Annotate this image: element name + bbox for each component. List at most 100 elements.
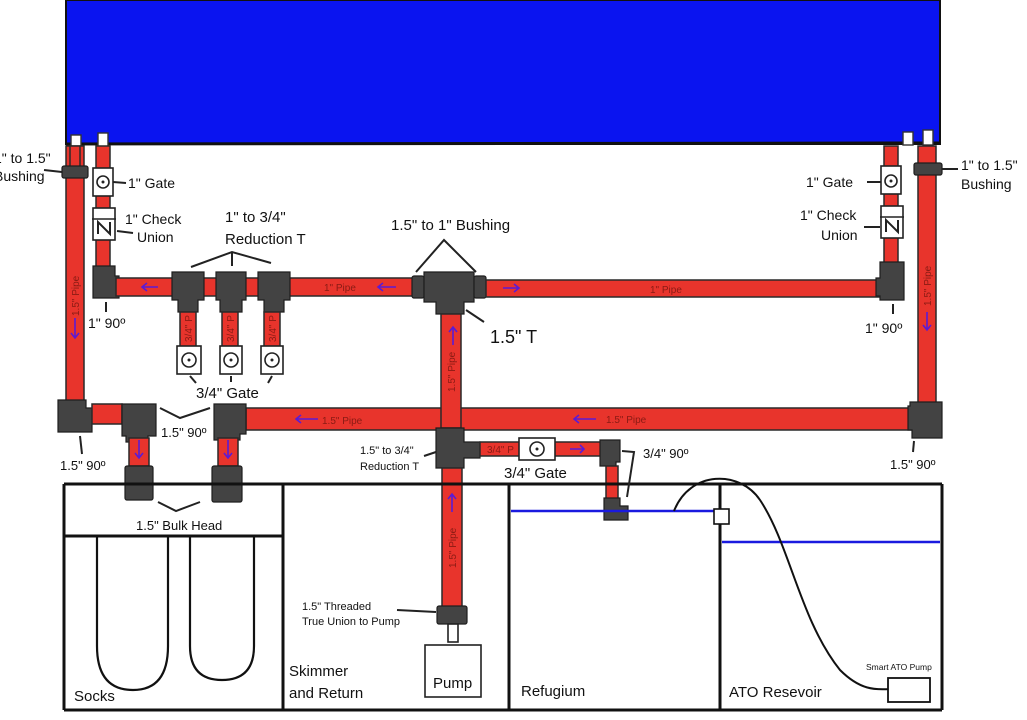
tank-outlet-left-2 — [97, 132, 109, 148]
section-refugium: Refugium — [521, 683, 585, 700]
label-left-bushing-l1: 1" to 1.5" — [0, 150, 51, 166]
smart-ato-pump — [887, 677, 931, 703]
label-right-1in-90: 1" 90º — [865, 320, 902, 336]
leader-bulk-head — [157, 501, 201, 513]
label-tee-1-5: 1.5" T — [490, 327, 537, 347]
pipe-label-1in-left: 1" Pipe — [324, 283, 356, 294]
label-true-union-l1: 1.5" Threaded — [302, 601, 371, 613]
section-skimmer-return-l1: Skimmer — [289, 663, 348, 680]
gate-valve-3-4-3-hub — [270, 358, 274, 362]
bushing-1-5-to-1-right — [473, 275, 487, 299]
label-true-union-l2: True Union to Pump — [302, 616, 400, 628]
gate-valve-right-hub — [889, 179, 893, 183]
leader-inner-1-5-90 — [159, 407, 211, 420]
label-right-1-5-90: 1.5" 90º — [890, 457, 936, 472]
flow-arrow-right — [503, 283, 521, 293]
flow-arrow-center-up — [448, 325, 458, 345]
leader-reduction-t-3-4 — [423, 451, 437, 457]
pipe-label-1-5-left: 1.5" Pipe — [71, 275, 82, 316]
display-tank — [65, 0, 941, 145]
flow-arrow-3-4 — [570, 444, 586, 454]
label-left-1in-90: 1" 90º — [88, 315, 125, 331]
label-elbow-3-4-90: 3/4" 90º — [643, 446, 689, 461]
ato-hose — [673, 477, 891, 691]
tank-bottom-edge — [65, 141, 941, 146]
reduction-tee-1-5-to-3-4 — [435, 427, 481, 469]
section-skimmer-return-l2: and Return — [289, 685, 363, 702]
pipe-label-1-5-horizontal-right: 1.5" Pipe — [606, 415, 647, 426]
elbow-center-1-5-90 — [213, 403, 247, 441]
label-left-bushing: 1" to 1.5" Bushing — [0, 150, 51, 184]
pipe-left-stub — [69, 145, 81, 169]
gate-valve-left-hub — [101, 180, 105, 184]
tank-outlet-right-2 — [922, 129, 934, 146]
leader-elbow-3-4 — [621, 450, 636, 498]
pump-stub — [447, 623, 459, 643]
gate-valve-3-4-1-wheel — [181, 352, 197, 368]
section-ato-reservoir: ATO Resevoir — [729, 684, 822, 701]
gate-valve-3-4-2-wheel — [223, 352, 239, 368]
label-inner-1-5-90: 1.5" 90º — [161, 425, 207, 440]
gate-valve-3-4-single-wheel — [529, 441, 545, 457]
pipe-left-1-5-vertical — [65, 145, 85, 403]
label-right-check-l2: Union — [821, 227, 858, 243]
pipe-label-3-4-2: 3/4" P — [226, 315, 237, 342]
pipe-label-3-4-3: 3/4" P — [268, 315, 279, 342]
leader-true-union — [396, 609, 437, 613]
elbow-right-1-5-90 — [907, 401, 943, 439]
leader-bushing-1-5-to-1 — [415, 238, 477, 273]
true-union — [436, 605, 468, 625]
pipe-label-3-4-1: 3/4" P — [184, 315, 195, 342]
elbow-3-4-90-top — [599, 439, 621, 467]
pump-label: Pump — [433, 675, 472, 692]
pipe-1in-horizontal-right — [485, 279, 885, 298]
tee-1-5 — [423, 271, 475, 315]
flow-arrow-h-left — [294, 414, 318, 424]
tank-outlet-right-1 — [902, 131, 914, 146]
leader-tee-1-5 — [465, 309, 485, 323]
section-socks: Socks — [74, 688, 115, 705]
gate-valve-left-wheel — [96, 175, 110, 189]
gate-valve-3-4-2-hub — [229, 358, 233, 362]
smart-ato-pump-label: Smart ATO Pump — [866, 662, 932, 672]
label-left-bushing-l2: Bushing — [0, 168, 45, 184]
gate-valve-right-wheel — [884, 174, 898, 188]
leader-left-gate — [112, 181, 127, 184]
check-union-right — [880, 205, 904, 239]
gate-valve-3-4-single-hub — [535, 447, 539, 451]
label-reduction-t-l2: Reduction T — [225, 231, 306, 248]
label-bushing-1-5-to-1: 1.5" to 1" Bushing — [391, 217, 510, 234]
label-right-gate: 1" Gate — [806, 174, 853, 190]
pipe-label-1in-right: 1" Pipe — [650, 285, 682, 296]
label-left-check-l2: Union — [137, 229, 174, 245]
elbow-left-1-5-90 — [57, 399, 93, 433]
bushing-left — [61, 165, 89, 179]
flow-arrow-drain-left — [134, 440, 144, 460]
leader-gate-3-4-group — [189, 375, 273, 384]
label-right-bushing: 1" to 1.5" Bushing — [961, 157, 1018, 192]
elbow-3-4-90-bottom — [603, 497, 629, 521]
label-reduction-t-l1: 1" to 3/4" — [225, 209, 286, 226]
leader-reduction-t — [190, 250, 272, 268]
label-bulk-head: 1.5" Bulk Head — [136, 518, 222, 533]
label-left-1-5-90: 1.5" 90º — [60, 458, 106, 473]
pipe-label-1-5-return: 1.5" Pipe — [448, 527, 459, 568]
elbow-right-1in-90 — [875, 261, 905, 301]
label-left-gate: 1" Gate — [128, 175, 175, 191]
pipe-left-1-5-connector — [91, 403, 123, 425]
label-reduction-t: 1" to 3/4" Reduction T — [225, 209, 306, 248]
label-right-bushing-l1: 1" to 1.5" — [961, 157, 1018, 173]
label-right-bushing-l2: Bushing — [961, 176, 1012, 192]
bushing-1-5-to-1-left — [411, 275, 425, 299]
flow-arrow-return-up — [447, 492, 457, 512]
leader-left-1-5-90 — [79, 435, 83, 455]
label-reduction-t-3-4: 1.5" to 3/4"Reduction T — [360, 445, 419, 473]
pipe-label-3-4-branch: 3/4" P — [487, 445, 514, 456]
check-union-left — [92, 207, 116, 241]
flow-arrow-left-down — [70, 318, 80, 340]
elbow-left-1in-90 — [92, 265, 120, 299]
leader-left-bushing — [43, 169, 63, 173]
filter-sock-2 — [188, 536, 256, 682]
